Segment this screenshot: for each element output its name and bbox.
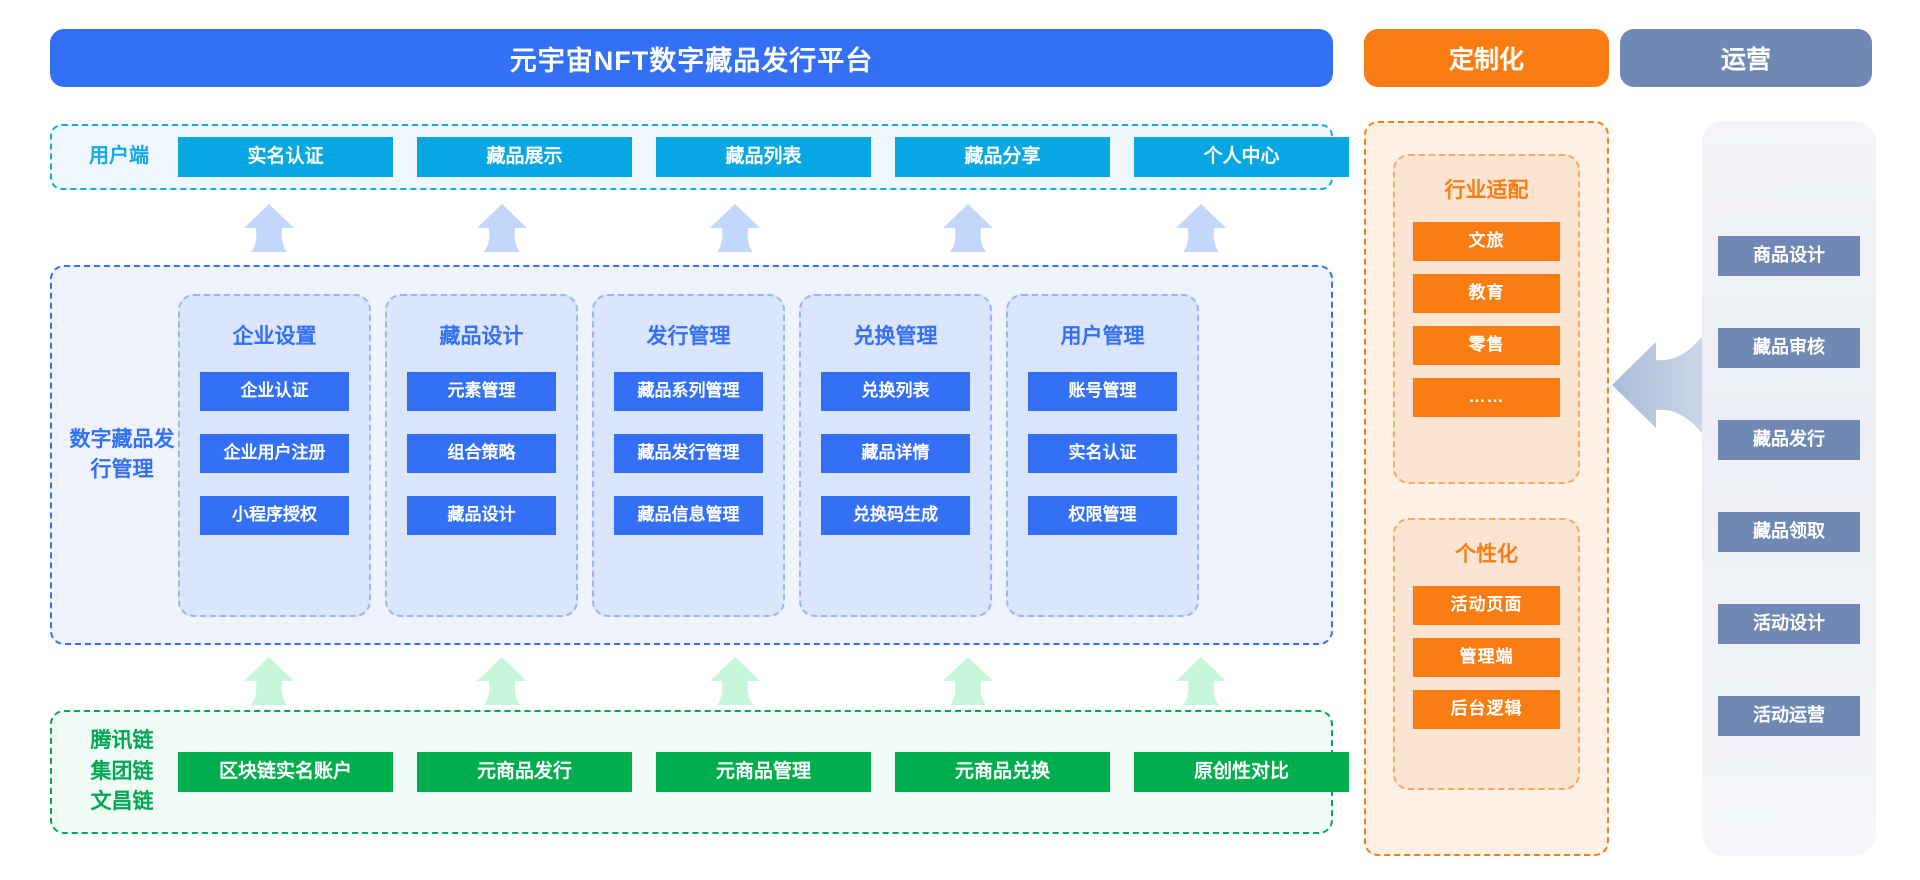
personalization-item-admin-console[interactable]: 管理端 [1413, 638, 1560, 677]
card-title: 藏品设计 [439, 324, 524, 348]
arrow-up-icon-blue-1 [240, 202, 298, 254]
core-item-miniprogram-auth[interactable]: 小程序授权 [200, 495, 349, 535]
user-item-realname[interactable]: 实名认证 [178, 137, 393, 177]
customization-panel: 行业适配 文旅 教育 零售 …… 个性化 活动页面 管理端 后台逻辑 [1364, 121, 1609, 856]
card-items: 账号管理 实名认证 权限管理 [1028, 371, 1177, 535]
chain-item-meta-redeem[interactable]: 元商品兑换 [895, 752, 1110, 792]
industry-adaptation-group: 行业适配 文旅 教育 零售 …… [1393, 154, 1580, 484]
platform-title-text: 元宇宙NFT数字藏品发行平台 [509, 45, 874, 76]
chain-label-line-3: 文昌链 [90, 790, 154, 814]
chain-item-meta-manage[interactable]: 元商品管理 [656, 752, 871, 792]
core-tier-cards: 企业设置 企业认证 企业用户注册 小程序授权 藏品设计 元素管理 组合策略 藏品… [178, 293, 1199, 617]
chain-item-realname-account[interactable]: 区块链实名账户 [178, 752, 393, 792]
industry-item-culture-tourism[interactable]: 文旅 [1413, 222, 1560, 261]
customization-banner: 定制化 [1364, 29, 1609, 87]
card-user-management: 用户管理 账号管理 实名认证 权限管理 [1006, 293, 1199, 617]
card-redemption-management: 兑换管理 兑换列表 藏品详情 兑换码生成 [799, 293, 992, 617]
core-item-redeem-list[interactable]: 兑换列表 [821, 371, 970, 411]
chain-item-meta-issue[interactable]: 元商品发行 [417, 752, 632, 792]
core-tier-group: 数字藏品发行管理 企业设置 企业认证 企业用户注册 小程序授权 藏品设计 元素管… [50, 265, 1333, 645]
card-items: 兑换列表 藏品详情 兑换码生成 [821, 371, 970, 535]
core-item-series-mgmt[interactable]: 藏品系列管理 [614, 371, 763, 411]
user-item-list[interactable]: 藏品列表 [656, 137, 871, 177]
operation-banner-text: 运营 [1720, 46, 1771, 74]
arrow-left-icon [1608, 330, 1714, 440]
operation-panel: 商品设计 藏品审核 藏品发行 藏品领取 活动设计 活动运营 [1702, 121, 1876, 856]
arrow-up-icon-green-1 [240, 655, 298, 707]
user-item-showcase[interactable]: 藏品展示 [417, 137, 632, 177]
card-enterprise-settings: 企业设置 企业认证 企业用户注册 小程序授权 [178, 293, 371, 617]
personalization-item-backend-logic[interactable]: 后台逻辑 [1413, 690, 1560, 729]
chain-tier-group: 腾讯链 集团链 文昌链 区块链实名账户 元商品发行 元商品管理 元商品兑换 原创… [50, 710, 1349, 834]
chain-label-line-1: 腾讯链 [90, 729, 154, 753]
user-item-profile[interactable]: 个人中心 [1134, 137, 1349, 177]
card-items: 元素管理 组合策略 藏品设计 [407, 371, 556, 535]
arrow-up-icon-green-4 [939, 655, 997, 707]
ops-item-collection-claim[interactable]: 藏品领取 [1718, 512, 1860, 552]
ops-item-activity-design[interactable]: 活动设计 [1718, 604, 1860, 644]
industry-adaptation-items: 文旅 教育 零售 …… [1413, 222, 1560, 417]
arrow-up-icon-blue-5 [1172, 202, 1230, 254]
user-tier-group: 用户端 实名认证 藏品展示 藏品列表 藏品分享 个人中心 [50, 124, 1349, 190]
card-issuance-management: 发行管理 藏品系列管理 藏品发行管理 藏品信息管理 [592, 293, 785, 617]
core-item-collection-design[interactable]: 藏品设计 [407, 495, 556, 535]
industry-item-retail[interactable]: 零售 [1413, 326, 1560, 365]
user-tier-label: 用户端 [89, 145, 149, 168]
personalization-title: 个性化 [1455, 543, 1518, 566]
core-item-permission-mgmt[interactable]: 权限管理 [1028, 495, 1177, 535]
ops-item-product-design[interactable]: 商品设计 [1718, 236, 1860, 276]
ops-item-activity-operation[interactable]: 活动运营 [1718, 696, 1860, 736]
customization-banner-text: 定制化 [1448, 46, 1524, 74]
arrow-up-icon-blue-3 [706, 202, 764, 254]
operation-banner: 运营 [1620, 29, 1872, 87]
arrow-up-icon-blue-2 [473, 202, 531, 254]
card-title: 兑换管理 [853, 324, 938, 348]
arrow-up-icon-green-2 [473, 655, 531, 707]
chain-tier-label: 腾讯链 集团链 文昌链 [66, 726, 178, 817]
ops-item-collection-review[interactable]: 藏品审核 [1718, 328, 1860, 368]
industry-item-more[interactable]: …… [1413, 378, 1560, 417]
core-tier-label: 数字藏品发行管理 [69, 427, 175, 481]
personalization-item-activity-page[interactable]: 活动页面 [1413, 586, 1560, 625]
core-item-info-mgmt[interactable]: 藏品信息管理 [614, 495, 763, 535]
arrow-up-icon-blue-4 [939, 202, 997, 254]
core-item-collection-detail[interactable]: 藏品详情 [821, 433, 970, 473]
core-item-combo-strategy[interactable]: 组合策略 [407, 433, 556, 473]
core-item-element-mgmt[interactable]: 元素管理 [407, 371, 556, 411]
industry-adaptation-title: 行业适配 [1444, 179, 1529, 202]
card-items: 藏品系列管理 藏品发行管理 藏品信息管理 [614, 371, 763, 535]
arrow-up-icon-green-5 [1172, 655, 1230, 707]
chain-label-line-2: 集团链 [90, 759, 154, 783]
core-item-enterprise-auth[interactable]: 企业认证 [200, 371, 349, 411]
card-title: 发行管理 [646, 324, 731, 348]
core-item-redeem-code[interactable]: 兑换码生成 [821, 495, 970, 535]
core-item-issuance-mgmt[interactable]: 藏品发行管理 [614, 433, 763, 473]
core-item-account-mgmt[interactable]: 账号管理 [1028, 371, 1177, 411]
core-item-realname-auth[interactable]: 实名认证 [1028, 433, 1177, 473]
card-collection-design: 藏品设计 元素管理 组合策略 藏品设计 [385, 293, 578, 617]
user-tier-items: 实名认证 藏品展示 藏品列表 藏品分享 个人中心 [178, 137, 1349, 177]
card-items: 企业认证 企业用户注册 小程序授权 [200, 371, 349, 535]
card-title: 用户管理 [1060, 324, 1145, 348]
ops-item-collection-issue[interactable]: 藏品发行 [1718, 420, 1860, 460]
core-item-enterprise-register[interactable]: 企业用户注册 [200, 433, 349, 473]
operation-items: 商品设计 藏品审核 藏品发行 藏品领取 活动设计 活动运营 [1718, 236, 1860, 736]
platform-title-banner: 元宇宙NFT数字藏品发行平台 [50, 29, 1333, 87]
chain-tier-items: 区块链实名账户 元商品发行 元商品管理 元商品兑换 原创性对比 [178, 752, 1349, 792]
arrow-up-icon-green-3 [706, 655, 764, 707]
personalization-group: 个性化 活动页面 管理端 后台逻辑 [1393, 518, 1580, 790]
card-title: 企业设置 [232, 324, 317, 348]
chain-item-originality-compare[interactable]: 原创性对比 [1134, 752, 1349, 792]
user-item-share[interactable]: 藏品分享 [895, 137, 1110, 177]
personalization-items: 活动页面 管理端 后台逻辑 [1413, 586, 1560, 729]
industry-item-education[interactable]: 教育 [1413, 274, 1560, 313]
